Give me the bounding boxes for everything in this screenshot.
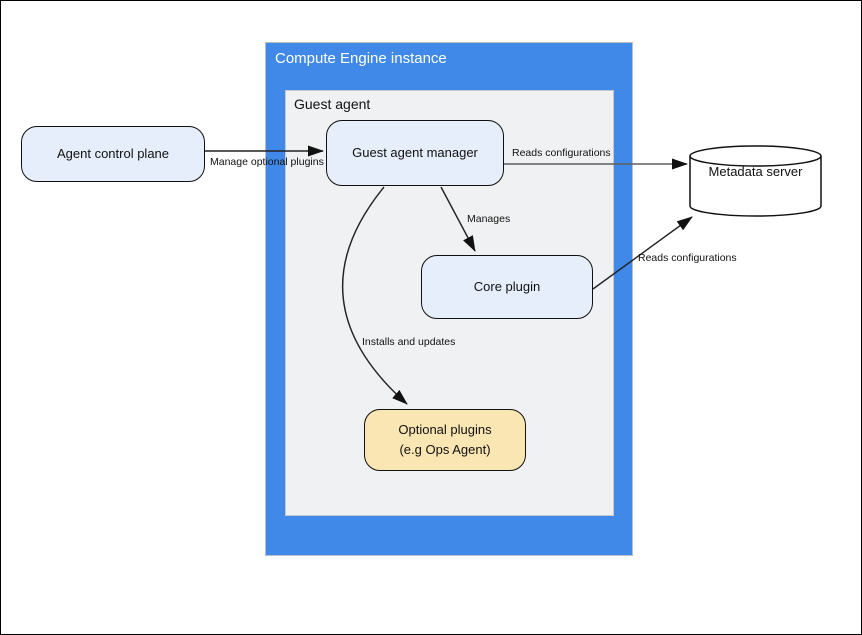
metadata-server-label: Metadata server — [708, 164, 803, 179]
edge-label-reads-configurations-manager: Reads configurations — [512, 147, 611, 159]
guest-agent-manager-label: Guest agent manager — [352, 145, 478, 160]
node-core-plugin: Core plugin — [421, 255, 593, 319]
node-agent-control-plane: Agent control plane — [21, 126, 205, 182]
compute-engine-instance-title: Compute Engine instance — [275, 50, 447, 67]
node-optional-plugins: Optional plugins (e.g Ops Agent) — [364, 409, 526, 471]
edge-label-manages: Manages — [467, 213, 511, 225]
core-plugin-label: Core plugin — [473, 279, 541, 294]
optional-plugins-label-line2: (e.g Ops Agent) — [399, 442, 491, 457]
agent-control-plane-label: Agent control plane — [56, 146, 170, 161]
guest-agent-title: Guest agent — [294, 96, 371, 112]
edge-label-reads-configurations-core: Reads configurations — [638, 252, 737, 264]
edge-label-manage-optional-plugins: Manage optional plugins — [210, 156, 324, 168]
metadata-server-cylinder — [689, 145, 822, 217]
node-guest-agent-manager: Guest agent manager — [326, 120, 504, 186]
edge-label-installs-and-updates: Installs and updates — [362, 336, 456, 348]
optional-plugins-label-line1: Optional plugins — [398, 422, 492, 437]
